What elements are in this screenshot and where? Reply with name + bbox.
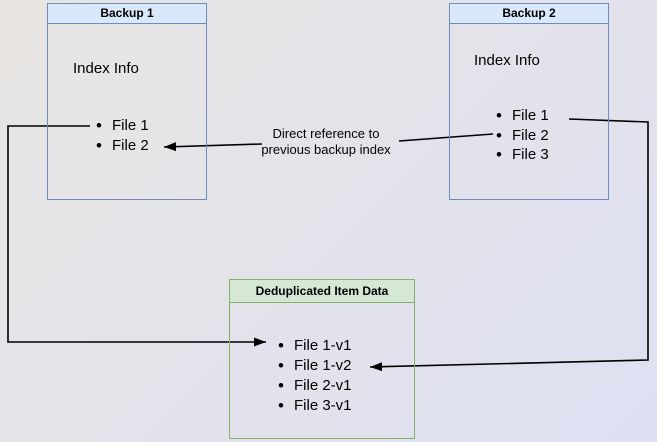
list-item: File 1-v2 <box>278 356 352 376</box>
dedup-file-list: File 1-v1 File 1-v2 File 2-v1 File 3-v1 <box>278 336 352 416</box>
arrow-annotation: Direct reference to previous backup inde… <box>226 126 426 158</box>
backup1-box: Backup 1 Index Info File 1 File 2 <box>47 3 207 200</box>
backup1-file-list: File 1 File 2 <box>96 116 149 155</box>
list-item: File 1 <box>496 106 549 126</box>
dedup-title: Deduplicated Item Data <box>255 284 389 298</box>
list-item: File 1 <box>96 116 149 136</box>
backup1-title: Backup 1 <box>100 6 154 20</box>
backup2-header: Backup 2 <box>450 4 608 24</box>
annotation-line1: Direct reference to <box>272 126 380 141</box>
backup1-subtitle: Index Info <box>73 60 139 77</box>
list-item: File 1-v1 <box>278 336 352 356</box>
dedup-box: Deduplicated Item Data File 1-v1 File 1-… <box>229 279 415 439</box>
backup2-file-list: File 1 File 2 File 3 <box>496 106 549 165</box>
annotation-line2: previous backup index <box>261 142 391 157</box>
backup2-subtitle: Index Info <box>474 52 540 69</box>
list-item: File 3-v1 <box>278 396 352 416</box>
list-item: File 2 <box>96 136 149 156</box>
backup2-title: Backup 2 <box>502 6 556 20</box>
backup1-header: Backup 1 <box>48 4 206 24</box>
list-item: File 3 <box>496 145 549 165</box>
list-item: File 2-v1 <box>278 376 352 396</box>
list-item: File 2 <box>496 126 549 146</box>
dedup-header: Deduplicated Item Data <box>230 280 414 303</box>
backup2-box: Backup 2 Index Info File 1 File 2 File 3 <box>449 3 609 200</box>
